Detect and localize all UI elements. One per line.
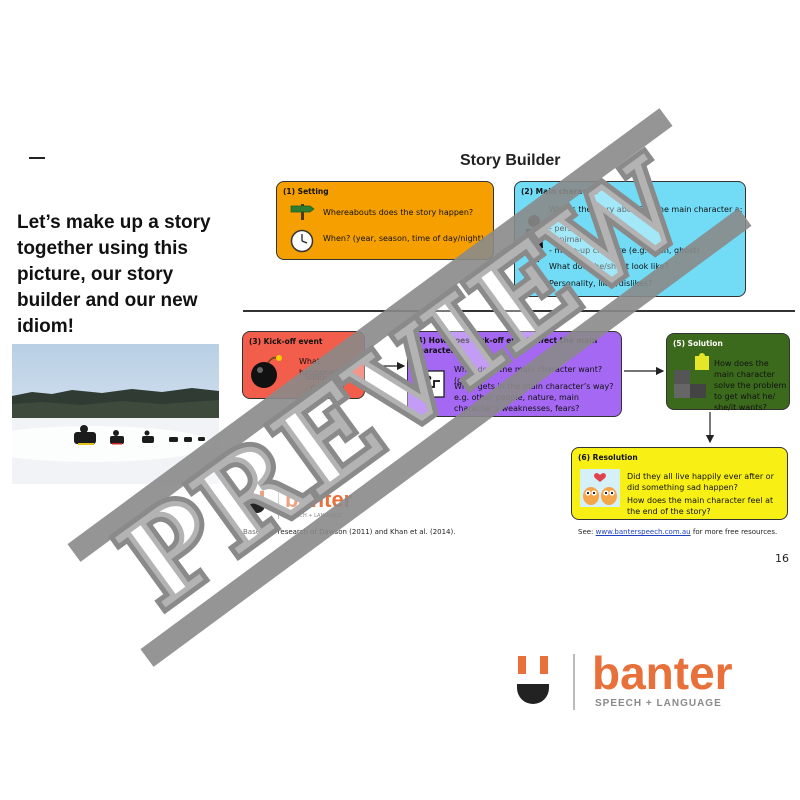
banter-logo: banter SPEECH + LANGUAGE: [516, 647, 733, 718]
kickoff-suddenly: - Suddenly: [299, 373, 342, 382]
response-title: (4) How does kick-off event affect the m…: [414, 336, 598, 355]
tagline-text: SPEECH + LANGUAGE: [595, 698, 722, 709]
setting-box: (1) Setting Whereabouts does the story h…: [276, 181, 494, 260]
snowmobile-photo: [12, 344, 219, 484]
setting-title: (1) Setting: [283, 187, 329, 196]
character-option-creature: - made-up creature (e.g. alien, ghost): [549, 246, 700, 255]
title-dash: [29, 157, 45, 159]
response-box: (4) How does kick-off event affect the m…: [407, 331, 622, 417]
character-box: (2) Main character Who is the story abou…: [514, 181, 746, 297]
resources-suffix: for more free resources.: [690, 528, 778, 536]
research-credit: Based on research of Dawson (2011) and K…: [243, 528, 456, 536]
silhouette-icon: [523, 214, 545, 265]
resolution-feeling: How does the main character feel at the …: [627, 496, 774, 516]
section-divider: [243, 310, 795, 312]
character-look: What does he/she/it look like?: [549, 262, 669, 271]
resolution-ending: Did they all live happily ever after or …: [627, 472, 774, 492]
resources-note: See: www.banterspeech.com.au for more fr…: [578, 528, 777, 536]
resolution-title: (6) Resolution: [578, 453, 638, 462]
character-personality: Personality, likes/dislikes?: [549, 279, 653, 288]
brand-text: banter: [592, 647, 733, 699]
bomb-icon: [249, 352, 283, 393]
solution-title: (5) Solution: [673, 339, 723, 348]
climbing-icon: [417, 370, 445, 401]
story-builder-title: Story Builder: [460, 152, 561, 169]
owls-icon: [580, 469, 620, 510]
small-tagline-text: SPEECH + LANGUAGE: [287, 513, 343, 519]
kickoff-title: (3) Kick-off event: [249, 337, 323, 346]
kickoff-one-day: - One day: [305, 384, 344, 393]
character-who: Who is the story about? Is the main char…: [549, 205, 743, 214]
character-option-animal: - animal: [549, 235, 582, 244]
banter-mark-icon: [517, 654, 575, 710]
character-option-person: - person: [549, 224, 582, 233]
character-title: (2) Main character: [521, 187, 600, 196]
setting-where: Whereabouts does the story happen?: [323, 208, 474, 217]
page-number: 16: [775, 552, 789, 565]
setting-when: When? (year, season, time of day/night): [323, 234, 485, 243]
response-obstacle: What gets in the main character’s way? e…: [454, 382, 614, 413]
banter-website-link[interactable]: www.banterspeech.com.au: [595, 528, 691, 536]
solution-text: How does the main character solve the pr…: [714, 359, 787, 412]
small-banter-logo: banter SPEECH + LANGUAGE: [248, 487, 368, 529]
resolution-box: (6) Resolution Did they all live happily…: [571, 447, 788, 520]
clock-icon: [290, 229, 314, 256]
kickoff-box: (3) Kick-off event What happened? - Sudd…: [242, 331, 365, 399]
lead-text: Let’s make up a story together using thi…: [17, 212, 211, 337]
resources-prefix: See:: [578, 528, 596, 536]
solution-box: (5) Solution How does the main character…: [666, 333, 790, 412]
puzzle-icon: [671, 352, 713, 405]
small-brand-text: banter: [285, 487, 353, 512]
signpost-icon: [290, 202, 316, 223]
